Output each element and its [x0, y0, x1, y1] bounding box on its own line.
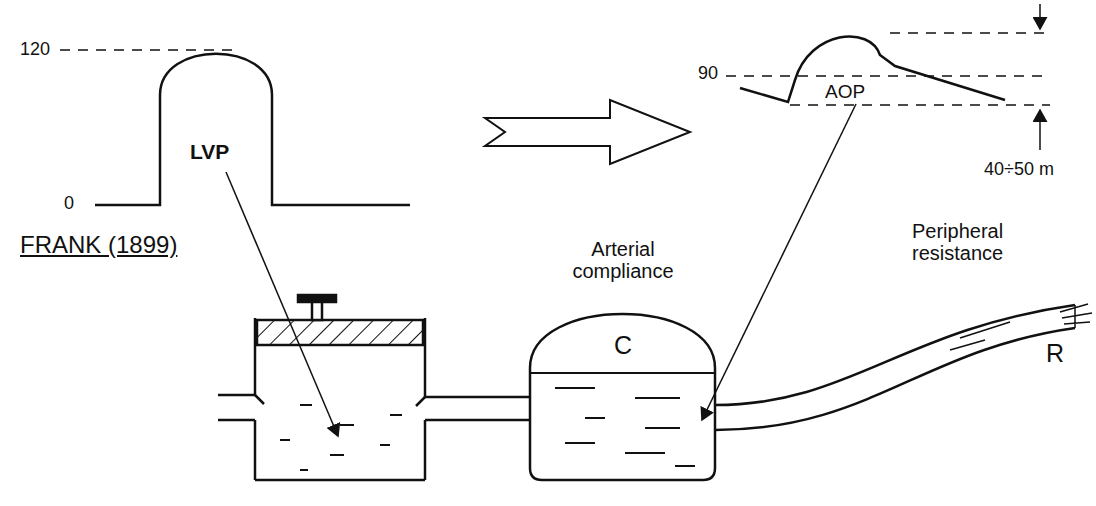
lvp-waveform-part [95, 54, 410, 205]
chamber-dome [530, 314, 715, 480]
piston-pump-part [425, 396, 530, 399]
piston-pump-part [425, 419, 530, 422]
part-name: Arterial compliance [558, 238, 688, 282]
resistance-tube [715, 304, 1092, 430]
piston-pump-part [254, 420, 257, 480]
piston-pump [218, 295, 530, 480]
author-note: FRANK (1899) [20, 232, 177, 258]
aop-waveform [726, 33, 1050, 105]
resistance-tube-part [1060, 304, 1092, 328]
part-symbol: R [1046, 340, 1064, 368]
signal-name: LVP [190, 140, 229, 163]
pulse-pressure-arrows-part [1039, 110, 1041, 150]
piston-pump-part [218, 394, 255, 397]
piston-pump-part [424, 420, 427, 480]
lvp-waveform [60, 50, 410, 205]
axis-value: 0 [64, 194, 74, 214]
piston-pump-part [255, 479, 425, 482]
liquid-level [530, 373, 715, 466]
hollow-arrow-part [485, 100, 690, 164]
leader-lines [226, 104, 856, 436]
part-symbol: C [603, 332, 643, 360]
lvp-waveform-part [60, 49, 232, 51]
signal-name: AOP [823, 82, 867, 103]
piston-pump-part [218, 419, 255, 422]
hollow-arrow [485, 100, 690, 164]
resistance-tube-part [715, 305, 1075, 405]
aop-waveform-part [890, 32, 1050, 34]
dimension: 40÷50 m [984, 160, 1054, 180]
compliance-chamber: Arterial complianceC [525, 238, 720, 483]
piston-pump-part [416, 397, 425, 406]
piston-pump-part [257, 320, 423, 345]
leader-lines-part [226, 172, 338, 436]
aop-waveform-part [726, 75, 1050, 77]
piston-pump-part [280, 405, 402, 470]
pulse-pressure-arrows-part [1039, 4, 1041, 29]
part-name: Peripheral resistance [912, 220, 1052, 264]
axis-value: 120 [20, 40, 50, 60]
aop-waveform-part [790, 104, 1050, 106]
resistance-tube-part [715, 328, 1075, 430]
pulse-pressure-arrows [1039, 4, 1041, 150]
aop-waveform-part [740, 36, 1005, 102]
axis-value: 90 [698, 64, 718, 84]
resistance-tube-part [950, 322, 1010, 350]
piston-pump-part [298, 295, 336, 302]
piston-pump-part [255, 395, 264, 404]
leader-lines-part [702, 104, 856, 420]
